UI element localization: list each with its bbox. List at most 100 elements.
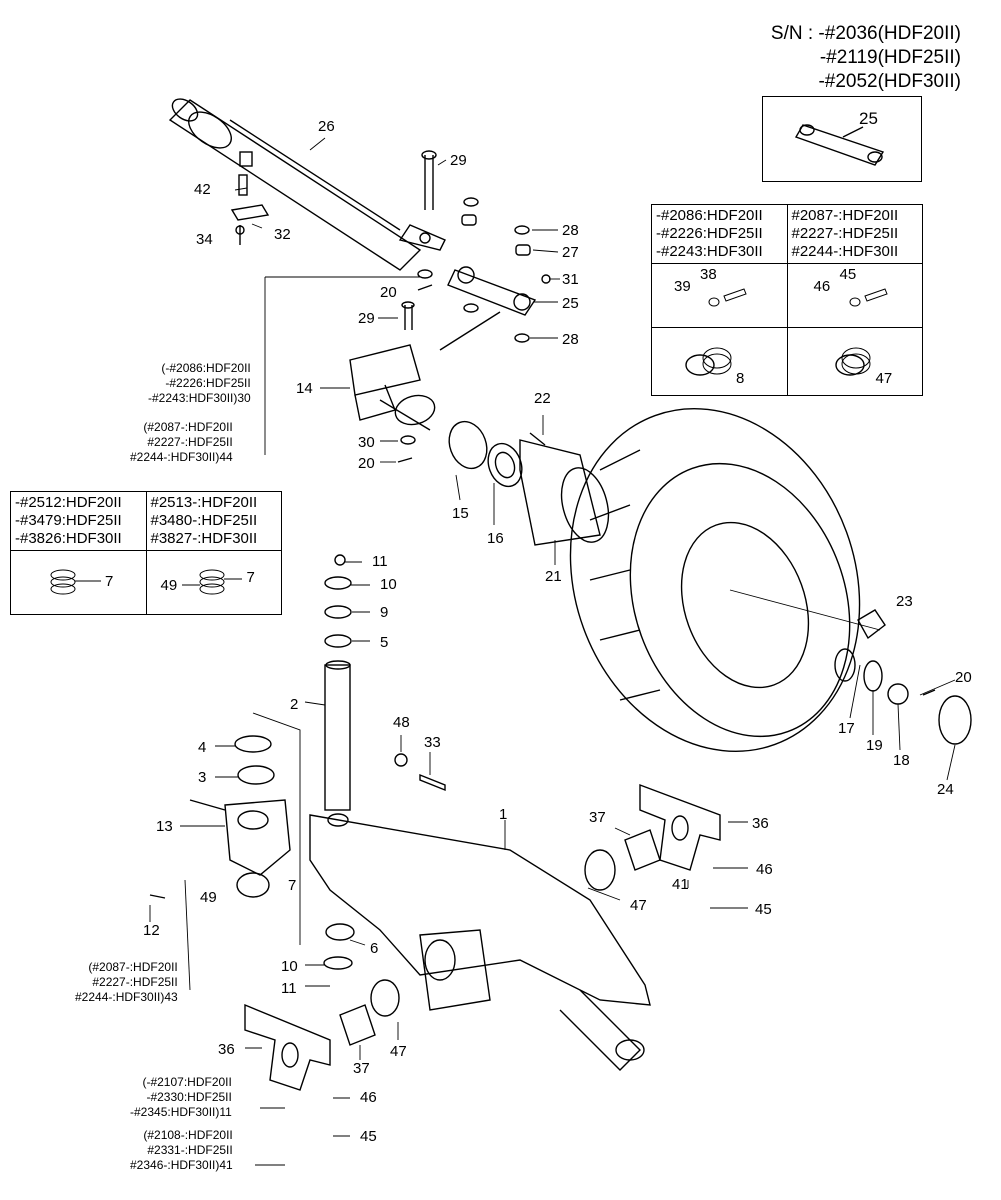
callout-24: 24	[937, 781, 954, 798]
note-43: (#2087-:HDF20II #2227-:HDF25II #2244-:HD…	[75, 960, 178, 1004]
table-right-left-header: -#2086:HDF20II -#2226:HDF25II -#2243:HDF…	[651, 204, 788, 264]
callout-36: 36	[752, 815, 769, 832]
callout-29: 29	[450, 152, 467, 169]
steering-cylinder	[168, 98, 446, 271]
table-left-right-header: #2513-:HDF20II #3480-:HDF25II #3827-:HDF…	[145, 491, 282, 551]
callout-46-lower: 46	[360, 1089, 377, 1106]
pivot-bracket-upper	[639, 783, 721, 871]
callout-28-lower: 28	[562, 331, 579, 348]
callout-36-lower: 36	[218, 1041, 235, 1058]
callout-12: 12	[143, 922, 160, 939]
callout-25: 25	[562, 295, 579, 312]
callout-11-lower: 11	[281, 980, 297, 997]
callout-29-lower: 29	[358, 310, 375, 327]
callout-41: 41	[672, 876, 689, 893]
callout-26: 26	[318, 118, 335, 135]
callout-22: 22	[534, 390, 551, 407]
wheel-end-parts	[834, 609, 972, 745]
note-41: (#2108-:HDF20II #2331-:HDF25II #2346-:HD…	[130, 1128, 233, 1172]
variant-table-right: -#2086:HDF20II -#2226:HDF25II -#2243:HDF…	[651, 204, 923, 396]
bolts-48-33	[394, 753, 446, 792]
callout-45-lower: 45	[360, 1128, 377, 1145]
callout-46: 46	[756, 861, 773, 878]
callout-16: 16	[487, 530, 504, 547]
callout-10: 10	[380, 576, 397, 593]
callout-31: 31	[562, 271, 579, 288]
callout-10-lower: 10	[281, 958, 298, 975]
callout-23: 23	[896, 593, 913, 610]
callout-21: 21	[545, 568, 562, 585]
callout-37: 37	[589, 809, 606, 826]
bolt-washer-icon	[708, 288, 747, 307]
pivot-bracket-lower	[244, 1003, 331, 1091]
left-spindle-13	[149, 735, 355, 970]
callout-28: 28	[562, 222, 579, 239]
callout-4: 4	[198, 739, 207, 756]
callout-27: 27	[562, 244, 579, 261]
table-right-bolt-new: 46 45	[786, 263, 923, 328]
callout-32: 32	[274, 226, 291, 243]
steering-knuckle-14	[349, 344, 436, 431]
bolt-washer-icon	[849, 288, 888, 307]
callout-3: 3	[198, 769, 207, 786]
callout-14: 14	[296, 380, 313, 397]
washer-30	[400, 435, 416, 445]
callout-20: 20	[380, 284, 397, 301]
hub-assembly	[448, 420, 610, 546]
callout-11: 11	[372, 553, 388, 570]
spring-icon	[841, 347, 870, 375]
serial-line-1: S/N : -#2036(HDF20II)	[770, 23, 961, 44]
serial-line-2: -#2119(HDF25II)	[819, 47, 961, 68]
note-30: (-#2086:HDF20II -#2226:HDF25II -#2243:HD…	[148, 361, 251, 405]
spring-icon	[181, 569, 242, 595]
axle-beam-1	[309, 813, 651, 1071]
table-left-spring-old: 7	[10, 550, 147, 615]
callout-19: 19	[866, 737, 883, 754]
cotter-pin-20	[397, 457, 413, 463]
callout-45: 45	[755, 901, 772, 918]
callout-34: 34	[196, 231, 213, 248]
pin-29-top	[421, 150, 437, 210]
callout-2: 2	[290, 696, 299, 713]
callout-37-lower: 37	[353, 1060, 370, 1077]
callout-33: 33	[424, 734, 441, 751]
kingpin-stack	[324, 554, 352, 811]
callout-1: 1	[499, 806, 508, 823]
callout-7: 7	[288, 877, 297, 894]
table-right-bolt-old: 39 38	[651, 263, 788, 328]
callout-13: 13	[156, 818, 173, 835]
callout-15: 15	[452, 505, 469, 522]
callout-17: 17	[838, 720, 855, 737]
callout-18: 18	[893, 752, 910, 769]
washer-20-pin-29	[401, 269, 433, 330]
callout-42: 42	[194, 181, 211, 198]
callout-49: 49	[200, 889, 217, 906]
callout-30: 30	[358, 434, 375, 451]
table-right-spring-new: 47	[786, 327, 923, 396]
link-25-inset-icon	[794, 124, 885, 166]
serial-line-3: -#2052(HDF30II)	[818, 71, 961, 92]
callout-20-right: 20	[955, 669, 972, 686]
callout-47-lower: 47	[390, 1043, 407, 1060]
table-left-spring-new: 49 7	[145, 550, 282, 615]
inset-label-25: 25	[859, 109, 878, 128]
spring-icon	[50, 569, 101, 595]
note-11: (-#2107:HDF20II -#2330:HDF25II -#2345:HD…	[130, 1075, 232, 1119]
callout-6: 6	[370, 940, 379, 957]
inset-box-25: 25	[762, 96, 922, 182]
callout-5: 5	[380, 634, 389, 651]
callout-20-mid: 20	[358, 455, 375, 472]
table-right-spring-old: 8	[651, 327, 788, 396]
hardware-42-32-34	[230, 174, 270, 245]
table-left-left-header: -#2512:HDF20II -#3479:HDF25II -#3826:HDF…	[10, 491, 147, 551]
table-right-right-header: #2087-:HDF20II #2227-:HDF25II #2244-:HDF…	[786, 204, 923, 264]
variant-table-left: -#2512:HDF20II -#3479:HDF25II -#3826:HDF…	[10, 491, 282, 615]
note-44: (#2087-:HDF20II #2227-:HDF25II #2244-:HD…	[130, 420, 233, 464]
spring-icon	[702, 347, 732, 375]
callout-47: 47	[630, 897, 647, 914]
serial-number-header: S/N : -#2036(HDF20II) -#2119(HDF25II) -#…	[771, 22, 961, 94]
callout-9: 9	[380, 604, 389, 621]
bushings-springs	[339, 354, 865, 1046]
callout-48: 48	[393, 714, 410, 731]
